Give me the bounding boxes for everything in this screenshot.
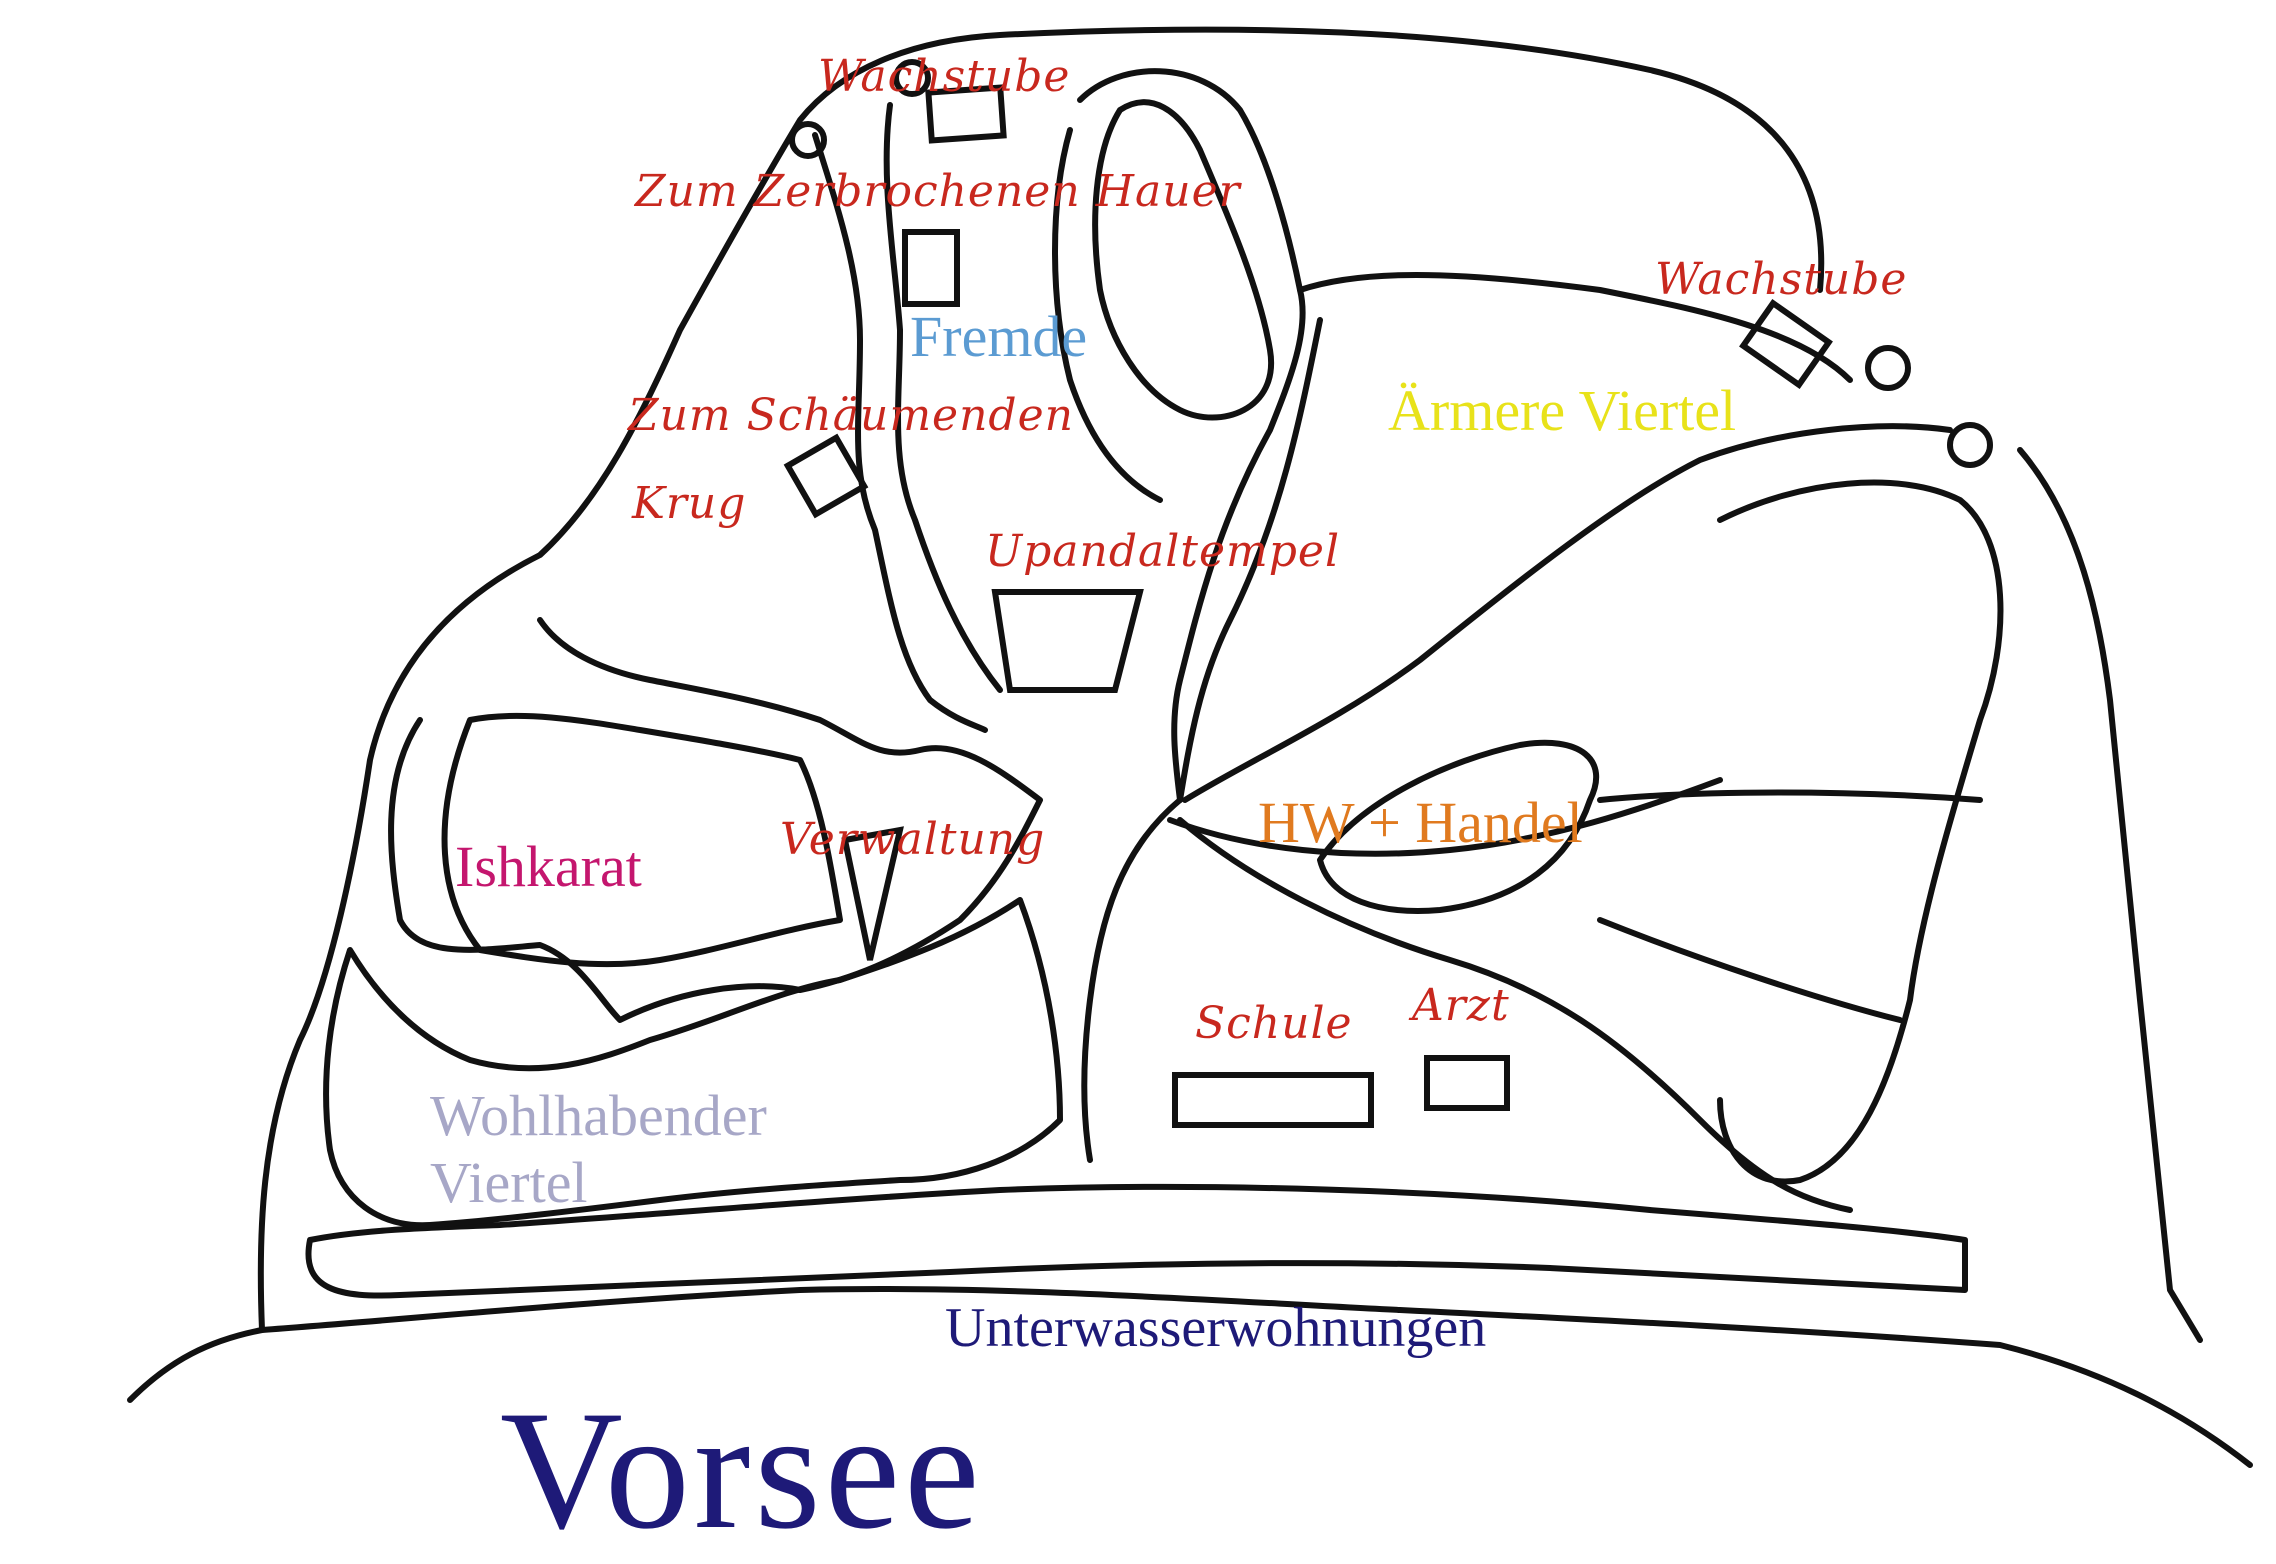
wohl-block — [323, 897, 1063, 1229]
district-label-fremde: Fremde — [910, 304, 1088, 369]
watchtower-east-coast — [1947, 422, 1993, 468]
zerbrochenen-hauer-building — [902, 229, 960, 307]
north-road-west — [812, 132, 988, 733]
upandaltempel-building — [991, 589, 1144, 693]
east-loop-inner — [1597, 789, 1983, 1023]
verwaltung-triangle — [841, 826, 904, 961]
district-label-hw-handel: HW + Handel — [1258, 790, 1583, 855]
wachstube-east-building — [1739, 299, 1833, 389]
district-label-unterwasserwohnungen: Unterwasserwohnungen — [945, 1297, 1487, 1359]
building-label-upandaltempel: Upandaltempel — [985, 526, 1341, 577]
east-loop — [1717, 479, 2004, 1185]
armere-road — [1167, 423, 1953, 857]
ishkarat-block — [388, 617, 1043, 1023]
shore-road — [305, 1183, 1968, 1299]
building-label-zerbrochenen-hauer: Zum Zerbrochenen Hauer — [635, 166, 1241, 217]
city-boundary — [257, 26, 1825, 1333]
building-label-schule: Schule — [1195, 998, 1353, 1049]
ishkarat-inner — [441, 712, 843, 968]
north-loop-inner — [1092, 99, 1275, 421]
district-label-ishkarat: Ishkarat — [455, 834, 642, 899]
district-label-wohl-line1: Wohlhabender — [430, 1083, 767, 1148]
north-loop — [1052, 68, 1306, 803]
south-block — [1081, 797, 1853, 1213]
hw-loop — [1317, 739, 1600, 914]
map-title: Vorsee — [500, 1376, 984, 1564]
southern-shoreline — [127, 1286, 2253, 1468]
watchtower-east — [1865, 345, 1911, 391]
schule-building — [1172, 1072, 1374, 1128]
plaza-road-northeast — [1177, 272, 1853, 803]
wachstube-north-building — [925, 84, 1007, 144]
district-label-wohlhabender-viertel: Wohlhabender Viertel — [430, 1082, 767, 1217]
district-label-wohl-line2: Viertel — [430, 1150, 588, 1216]
north-road-east — [883, 102, 1003, 693]
watchtower-north-west — [789, 121, 827, 159]
schaeumenden-krug-building — [783, 433, 869, 519]
district-label-armere-viertel: Ärmere Viertel — [1388, 378, 1737, 443]
building-label-verwaltung: Verwaltung — [780, 814, 1046, 865]
building-label-krug-line1: Zum Schäumenden — [628, 390, 1074, 441]
building-label-wachstube-north: Wachstube — [818, 51, 1071, 102]
building-label-krug-line2: Krug — [632, 478, 747, 529]
east-boundary — [2017, 447, 2203, 1343]
watchtower-north — [893, 59, 931, 97]
arzt-building — [1424, 1055, 1510, 1111]
building-label-wachstube-east: Wachstube — [1655, 254, 1908, 305]
building-label-arzt: Arzt — [1412, 980, 1510, 1031]
